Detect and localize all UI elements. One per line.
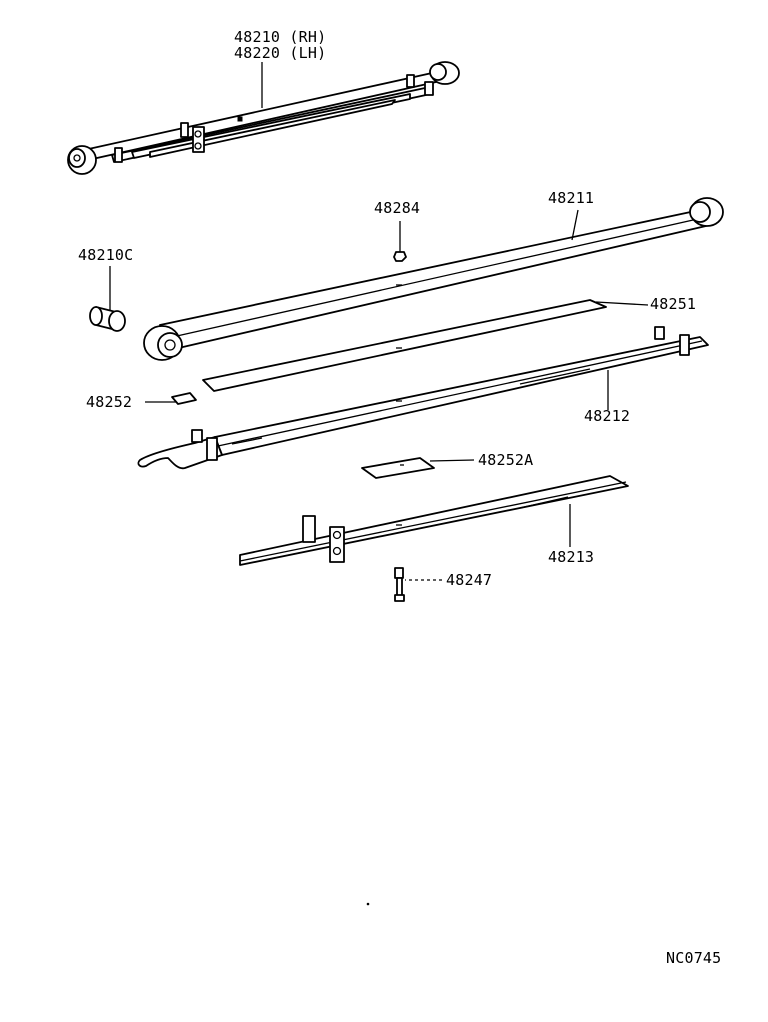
- speck: [366, 902, 370, 906]
- third-leaf-part[interactable]: [239, 475, 629, 566]
- label-second-leaf: 48212: [584, 407, 631, 425]
- bushing-part[interactable]: [89, 306, 126, 332]
- label-main-leaf: 48211: [548, 189, 595, 207]
- label-pad-a: 48252A: [478, 451, 534, 469]
- bolt-part[interactable]: [394, 567, 405, 602]
- pad-a-part[interactable]: [361, 457, 435, 479]
- diagram-code: NC0745: [666, 949, 722, 967]
- main-leaf-part[interactable]: [143, 197, 724, 361]
- leaf-spring-assembly[interactable]: [67, 61, 460, 175]
- label-assembly-rh: 48210 (RH): [234, 28, 327, 46]
- nut-part[interactable]: [393, 251, 407, 262]
- label-assembly-lh: 48220 (LH): [234, 44, 327, 62]
- label-nut: 48284: [374, 199, 421, 217]
- label-bushing: 48210C: [78, 246, 134, 264]
- liner-part[interactable]: [202, 299, 607, 392]
- label-pad: 48252: [86, 393, 133, 411]
- label-third-leaf: 48213: [548, 548, 595, 566]
- label-bolt: 48247: [446, 571, 493, 589]
- label-liner: 48251: [650, 295, 697, 313]
- leader-lines: [109, 62, 649, 581]
- second-leaf-part[interactable]: [137, 326, 709, 470]
